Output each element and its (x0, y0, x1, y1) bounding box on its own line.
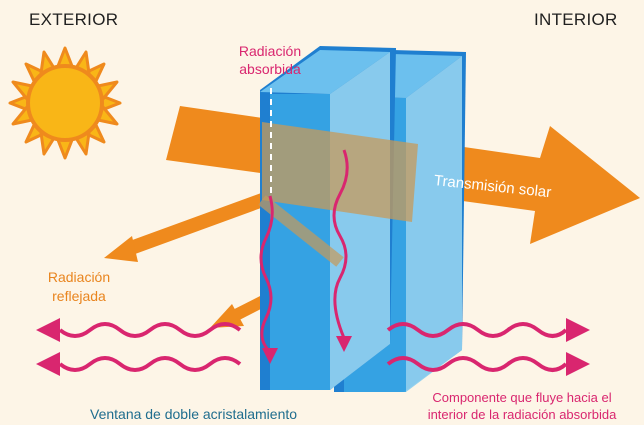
reflected-arrow (104, 191, 271, 262)
window-caption: Ventana de doble acristalamiento (90, 406, 298, 422)
reflected-line-2: reflejada (52, 288, 106, 304)
heat-arrow-right-upper (386, 318, 590, 342)
sun-icon (8, 46, 122, 160)
absorbed-line-1: Radiación (238, 43, 302, 59)
absorbed-line-2: absorbida (239, 61, 301, 77)
heat-arrow-right-lower (386, 352, 590, 376)
reflected-radiation-label: Radiación reflejada (38, 268, 120, 306)
absorbed-wave-front (259, 195, 274, 354)
heat-arrow-left-upper (36, 318, 242, 342)
component-line-1: Componente que fluye hacia el (432, 390, 612, 405)
absorbed-wave-back (332, 149, 349, 339)
absorbed-radiation-label: Radiación absorbida (228, 42, 312, 78)
heat-arrow-left-lower (36, 352, 242, 376)
reflected-line-1: Radiación (47, 269, 111, 285)
exterior-label: EXTERIOR (29, 10, 119, 29)
transmission-through-glass (262, 122, 418, 222)
component-line-2: interior de la radiación absorbida (427, 407, 617, 422)
interior-label: INTERIOR (534, 10, 618, 29)
inward-component-label: Componente que fluye hacia el interior d… (404, 389, 640, 423)
